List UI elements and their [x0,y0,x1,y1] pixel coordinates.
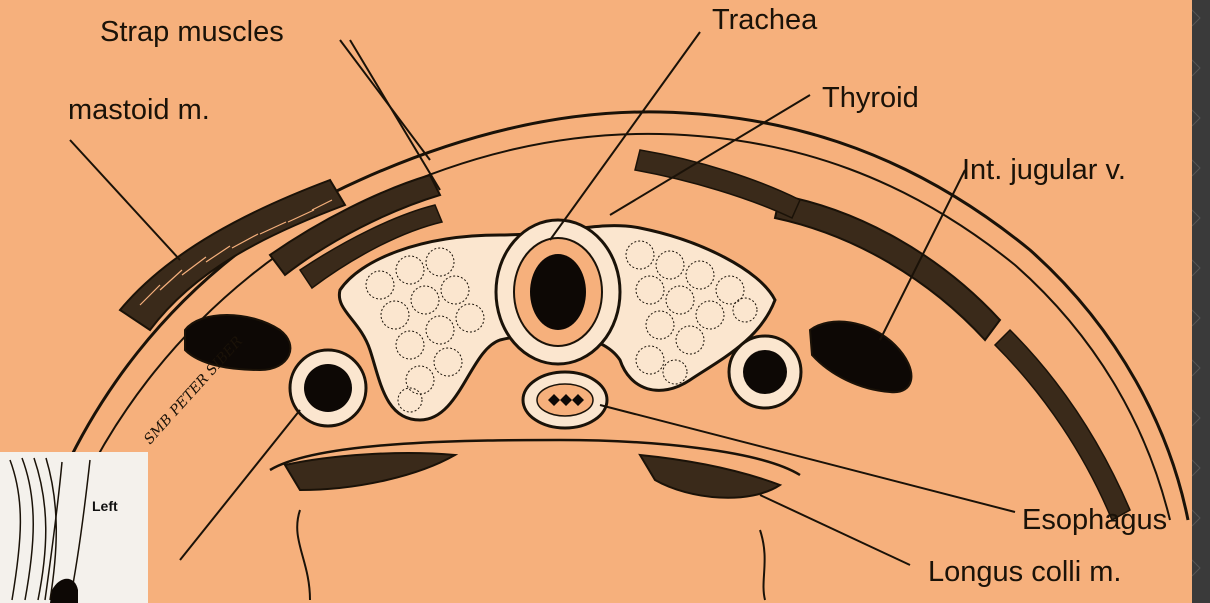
label-int-jugular: Int. jugular v. [962,156,1126,185]
inset-panel [0,452,148,603]
label-trachea: Trachea [712,6,817,35]
label-mastoid: mastoid m. [68,96,210,125]
label-longus-colli: Longus colli m. [928,558,1121,587]
dark-frame [1190,0,1210,603]
inset-label-left: Left [92,498,118,514]
label-strap-muscles: Strap muscles [100,18,284,47]
label-esophagus: Esophagus [1022,506,1167,535]
label-thyroid: Thyroid [822,84,919,113]
trachea-lumen [530,254,586,330]
